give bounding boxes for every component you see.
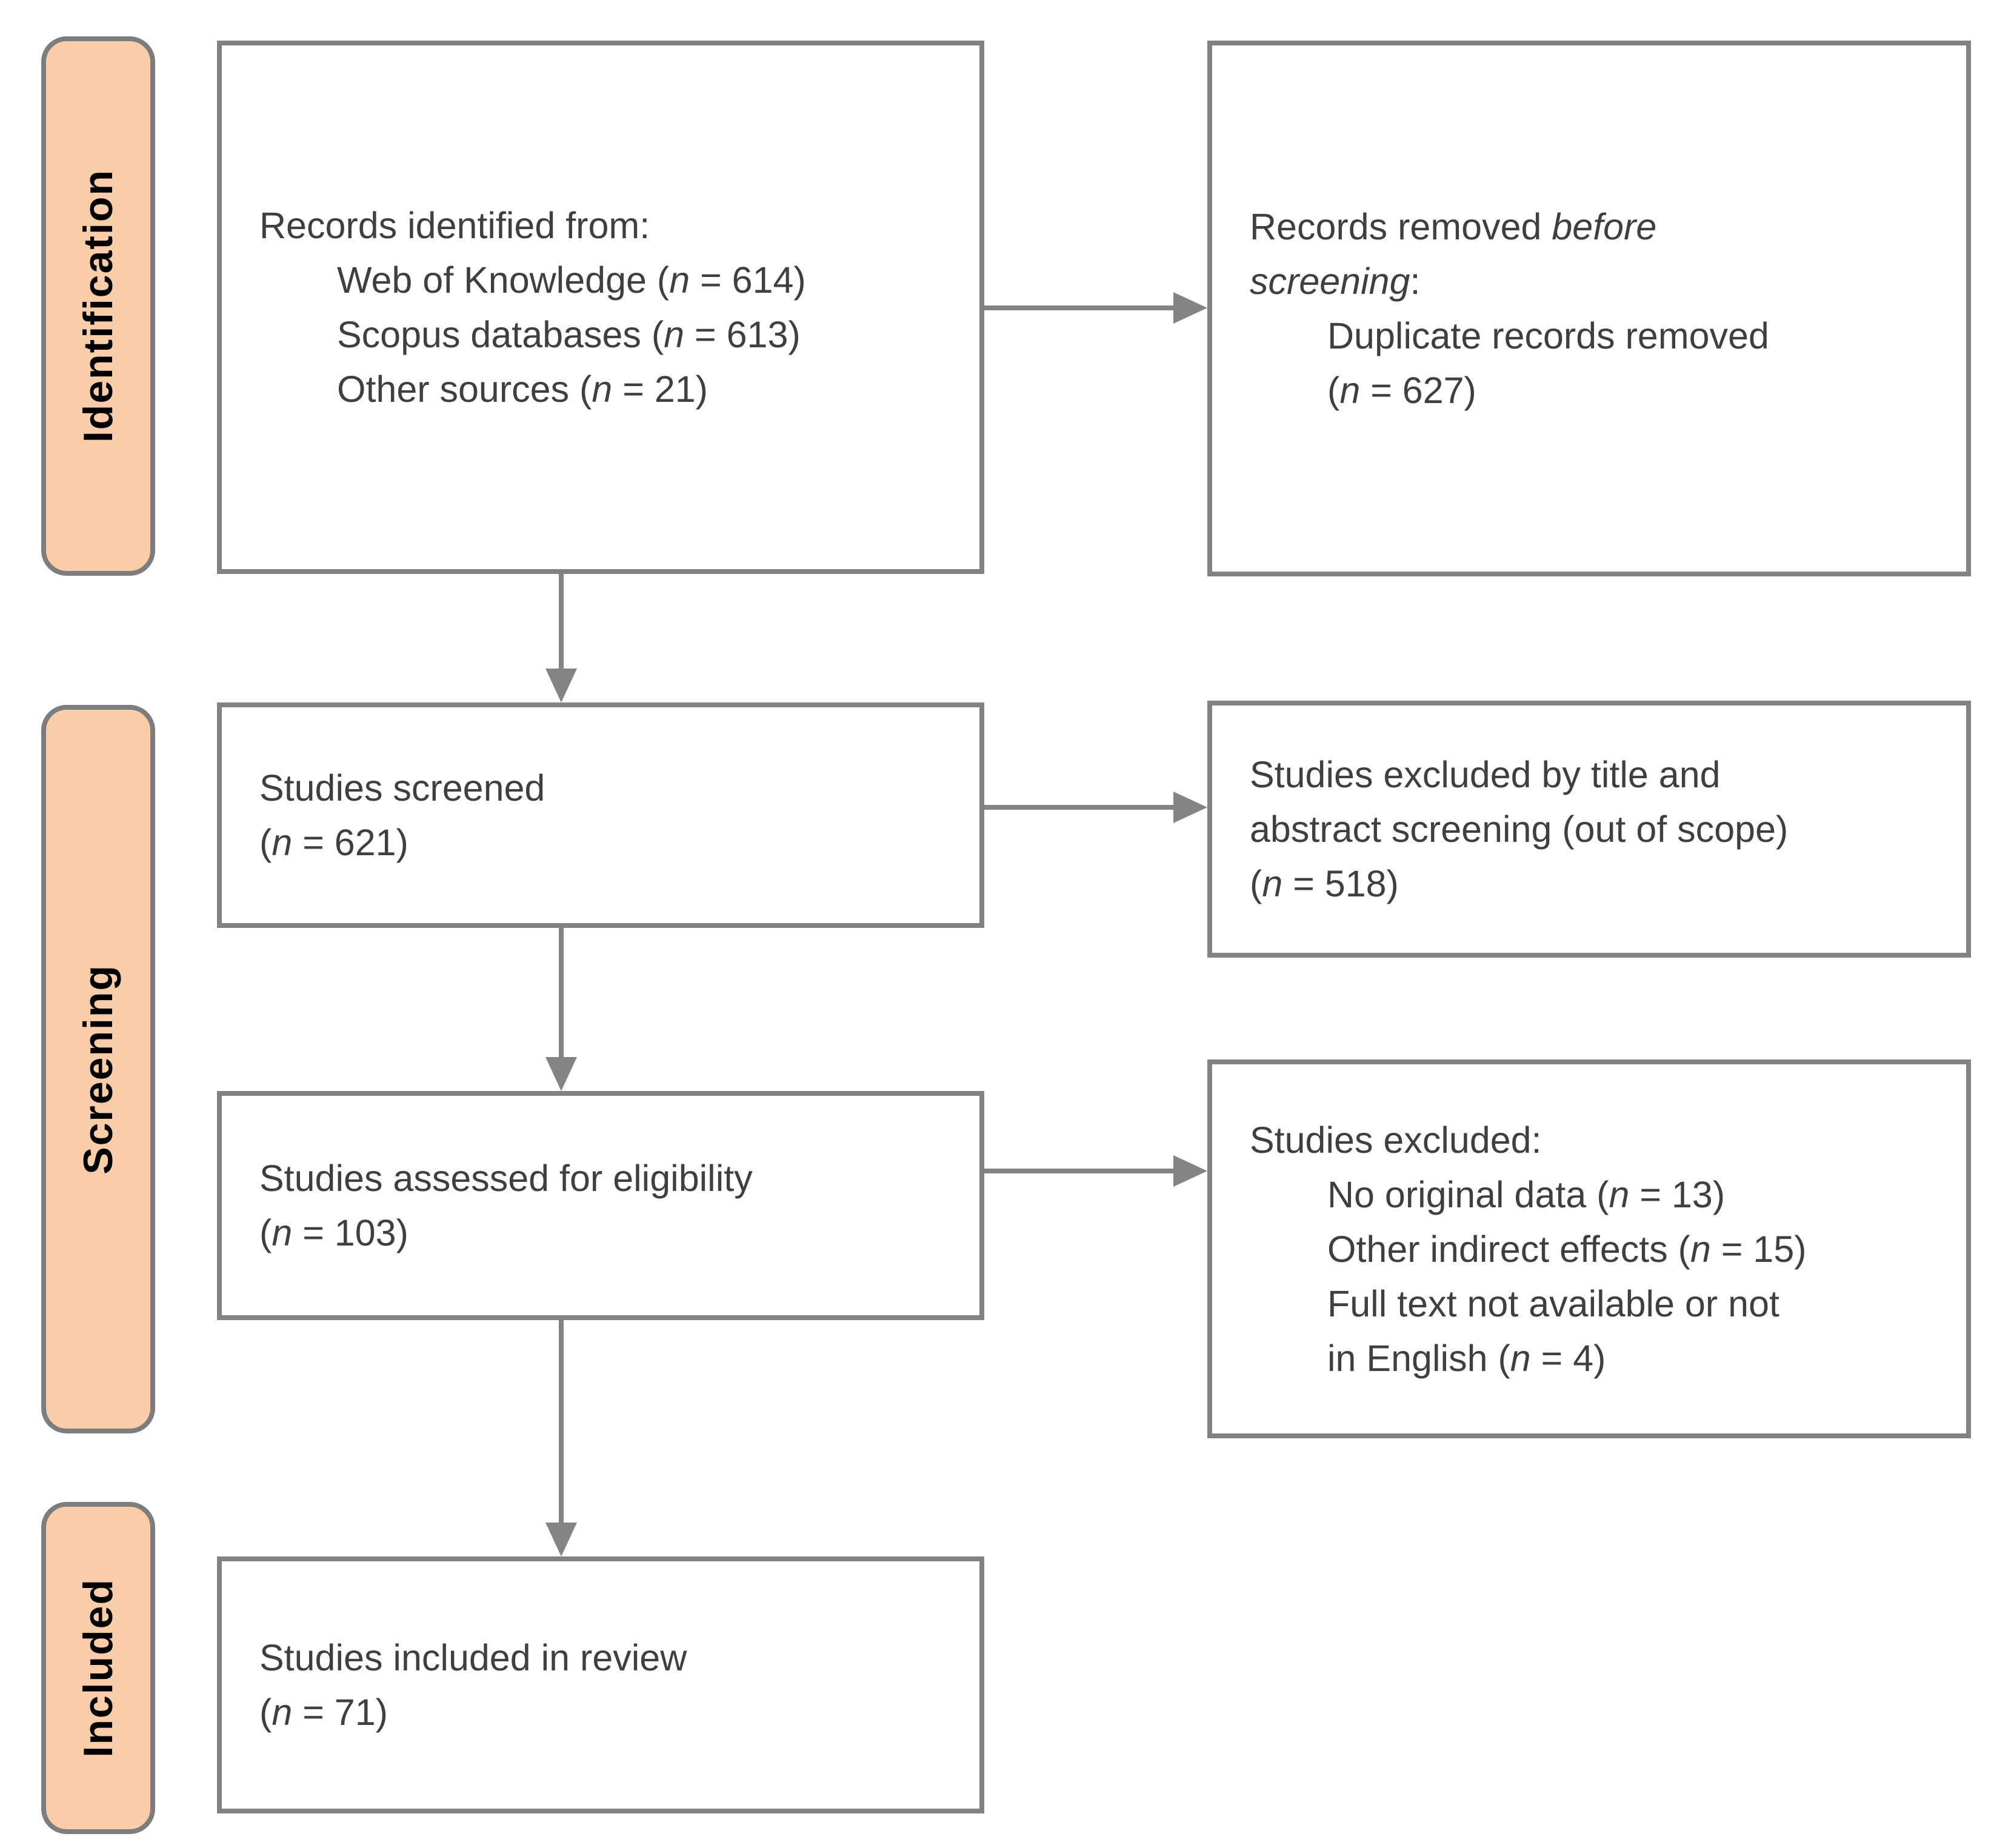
- arrow-shaft: [984, 1169, 1176, 1173]
- box-studies-included: Studies included in review (n = 71): [217, 1556, 984, 1813]
- stage-label-identification: Identification: [75, 169, 121, 443]
- stage-label-screening: Screening: [75, 964, 121, 1175]
- arrow-right-assessed-to-excluded: [984, 1155, 1207, 1187]
- box-records-identified: Records identified from: Web of Knowledge…: [217, 41, 984, 574]
- box-studies-screened: Studies screened (n = 621): [217, 702, 984, 928]
- box-text-line: Studies included in review: [259, 1637, 687, 1678]
- box-studies-assessed-text: Studies assessed for eligibility (n = 103…: [222, 1151, 979, 1260]
- box-text-line: Other sources (n = 21): [337, 369, 708, 410]
- box-text-line: in English (n = 4): [1327, 1337, 1606, 1379]
- arrow-head-right-icon: [1173, 292, 1207, 324]
- box-records-removed-text: Records removed before screening: Duplicat…: [1212, 199, 1966, 418]
- arrow-shaft: [559, 1320, 564, 1525]
- arrow-head-down-icon: [545, 669, 577, 702]
- box-text-line: (n = 518): [1250, 863, 1399, 904]
- box-excluded-title-abstract-text: Studies excluded by title and abstract sc…: [1212, 747, 1966, 911]
- box-text-line: Studies screened: [259, 767, 545, 809]
- box-text-line: Duplicate records removed: [1327, 315, 1769, 356]
- box-text-line: Studies excluded by title and: [1250, 754, 1721, 795]
- arrow-head-down-icon: [545, 1523, 577, 1556]
- box-studies-assessed: Studies assessed for eligibility (n = 103…: [217, 1091, 984, 1320]
- arrow-shaft: [559, 574, 564, 671]
- box-excluded-title-abstract: Studies excluded by title and abstract sc…: [1207, 701, 1971, 958]
- box-text-line: (n = 103): [259, 1212, 408, 1253]
- stage-pill-identification: Identification: [41, 36, 155, 576]
- arrow-down-assessed-to-included: [545, 1320, 577, 1556]
- box-records-identified-text: Records identified from: Web of Knowledge…: [222, 198, 979, 416]
- box-text-line: No original data (n = 13): [1327, 1173, 1726, 1215]
- arrow-right-screened-to-excluded: [984, 792, 1207, 823]
- arrow-head-down-icon: [545, 1057, 577, 1091]
- box-text-line: Other indirect effects (n = 15): [1327, 1228, 1807, 1270]
- box-text-line: Web of Knowledge (n = 614): [337, 259, 806, 301]
- box-text-line: (n = 71): [259, 1692, 388, 1733]
- arrow-shaft: [984, 805, 1176, 810]
- box-studies-excluded: Studies excluded: No original data (n = 1…: [1207, 1059, 1971, 1438]
- box-text-line: (n = 621): [259, 822, 408, 863]
- box-text-line: (n = 627): [1327, 370, 1476, 411]
- arrow-right-records-to-removed: [984, 292, 1207, 324]
- box-text-line: Studies assessed for eligibility: [259, 1158, 753, 1199]
- arrow-down-records-to-screened: [545, 574, 577, 702]
- arrow-shaft: [559, 928, 564, 1059]
- arrow-down-screened-to-assessed: [545, 928, 577, 1091]
- arrow-head-right-icon: [1173, 1155, 1207, 1187]
- box-text-line: screening:: [1250, 261, 1421, 302]
- box-text-line: Scopus databases (n = 613): [337, 314, 801, 355]
- box-studies-excluded-text: Studies excluded: No original data (n = 1…: [1212, 1113, 1966, 1386]
- stage-pill-screening: Screening: [41, 705, 155, 1433]
- box-text-line: Records removed before: [1250, 206, 1657, 247]
- box-text-line: Records identified from:: [259, 205, 650, 246]
- box-text-line: Full text not available or not: [1327, 1283, 1779, 1324]
- stage-label-included: Included: [75, 1578, 121, 1758]
- box-studies-included-text: Studies included in review (n = 71): [222, 1630, 979, 1740]
- box-text-line: abstract screening (out of scope): [1250, 809, 1789, 850]
- box-studies-screened-text: Studies screened (n = 621): [222, 761, 979, 870]
- arrow-shaft: [984, 305, 1176, 310]
- box-text-line: Studies excluded:: [1250, 1119, 1542, 1161]
- arrow-head-right-icon: [1173, 792, 1207, 823]
- box-records-removed: Records removed before screening: Duplicat…: [1207, 41, 1971, 576]
- stage-pill-included: Included: [41, 1502, 155, 1834]
